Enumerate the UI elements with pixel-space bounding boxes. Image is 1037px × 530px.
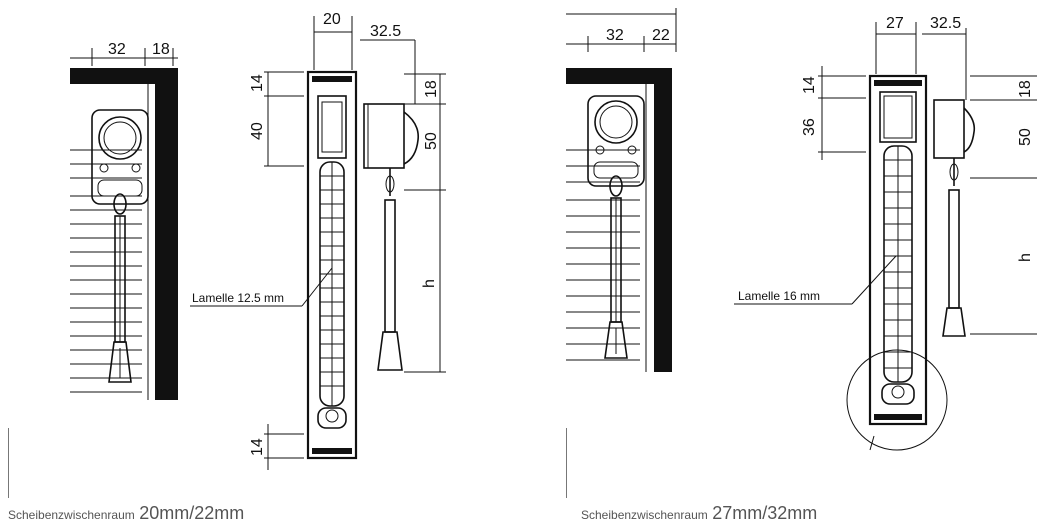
right-dim-v-h: h: [1017, 253, 1034, 262]
right-dim-v-top: 14: [801, 76, 818, 94]
left-dim-v-h: h: [421, 279, 438, 288]
right-caption: Scheibenzwischenraum 27mm/32mm: [581, 503, 817, 524]
right-lamelle-callout: Lamelle 16 mm: [738, 289, 820, 303]
right-dim-front-b: 22: [652, 27, 670, 44]
right-side-slats: [883, 145, 913, 383]
right-side-view: 27 32.5: [734, 15, 1037, 451]
right-dim-v-head: 36: [801, 118, 818, 136]
right-panel-divider: [566, 428, 567, 498]
left-panel-divider: [8, 428, 9, 498]
right-front-motor: [587, 95, 645, 197]
left-dim-v-top: 14: [249, 74, 266, 92]
left-dim-front-b: 18: [152, 41, 170, 58]
right-dim-front-a: 32: [606, 27, 624, 44]
right-dim-top-width: 27: [886, 15, 904, 32]
right-dim-side-offset: 32.5: [930, 15, 961, 32]
left-dim-v-bottom: 14: [249, 438, 266, 456]
left-dim-v-motor-b: 50: [423, 132, 440, 150]
right-dim-v-motor-b: 50: [1017, 128, 1034, 146]
left-caption-word: Scheibenzwischenraum: [8, 508, 135, 522]
left-caption: Scheibenzwischenraum 20mm/22mm: [8, 503, 244, 524]
left-front-wand: [108, 215, 132, 383]
right-front-slats: [566, 149, 640, 361]
left-front-view: 32 18: [70, 41, 178, 400]
left-front-motor: [91, 109, 149, 215]
left-lamelle-callout: Lamelle 12.5 mm: [192, 291, 284, 305]
right-front-wand: [604, 197, 628, 359]
right-dim-v-motor-a: 18: [1017, 80, 1034, 98]
left-dim-top-width: 20: [323, 11, 341, 28]
left-dim-v-head: 40: [249, 122, 266, 140]
left-caption-size: 20mm/22mm: [139, 503, 245, 523]
left-side-slats: [319, 161, 345, 407]
right-front-view: 32 22: [566, 8, 677, 372]
right-detail-circle: [846, 349, 948, 451]
left-dim-v-motor-a: 18: [423, 80, 440, 98]
left-side-motor: [363, 103, 420, 371]
left-front-slats: [70, 149, 142, 393]
right-caption-size: 27mm/32mm: [712, 503, 818, 523]
left-dim-side-offset: 32.5: [370, 23, 401, 40]
left-dim-front-a: 32: [108, 41, 126, 58]
left-side-view: 20 32.5: [190, 11, 446, 470]
right-side-motor: [933, 99, 976, 337]
right-caption-word: Scheibenzwischenraum: [581, 508, 708, 522]
